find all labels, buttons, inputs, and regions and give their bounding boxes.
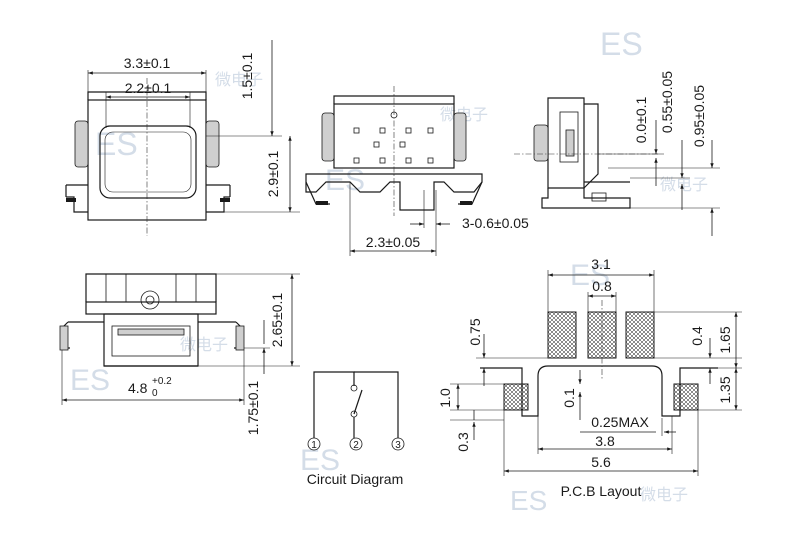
top-view-solder-left	[66, 198, 76, 202]
dim-2-2: 2.2±0.1	[125, 80, 172, 96]
pcb-pad-left	[503, 383, 529, 411]
pcb-caption: P.C.B Layout	[561, 483, 642, 499]
watermarks: ES 微电子 ES 微电子 ES 微电子 ES 微电子 ES ES 微电子 ES	[70, 26, 708, 516]
dim-4-8: 4.8	[128, 380, 148, 396]
dim-3-3: 3.3±0.1	[124, 55, 171, 71]
dim-0-0: 0.0±0.1	[633, 96, 649, 143]
top-view-button-inner	[104, 131, 192, 193]
circuit-contact-top	[350, 384, 358, 392]
front-view-left-pin	[321, 112, 335, 162]
dim-2-65: 2.65±0.1	[269, 293, 285, 348]
side-view-lead	[591, 192, 607, 202]
pcb-dim-1-0: 1.0	[437, 388, 453, 408]
circuit-switch-blade	[353, 389, 363, 415]
watermark-logo: ES	[510, 485, 547, 516]
elevation-window	[111, 325, 191, 357]
dim-1-75: 1.75±0.1	[245, 381, 261, 436]
top-view-leads	[65, 184, 231, 197]
pcb-dim-1-35: 1.35	[717, 376, 733, 403]
circuit-diagram: 1 2 3 Circuit Diagram	[307, 371, 405, 487]
top-view-left-pin	[74, 120, 89, 168]
dim-0-55: 0.55±0.05	[659, 71, 675, 133]
dim-2-3: 2.3±0.05	[366, 234, 421, 250]
circuit-caption: Circuit Diagram	[307, 471, 403, 487]
front-view-solder	[316, 201, 328, 205]
watermark-chars: 微电子	[180, 336, 228, 354]
elevation-left-tab	[59, 325, 69, 351]
elevation-ribs	[105, 274, 197, 302]
pcb-dim-0-1: 0.1	[561, 388, 577, 408]
pcb-dim-0-25max: 0.25MAX	[591, 414, 649, 430]
watermark-chars: 微电子	[215, 71, 263, 89]
elevation-actuator-inner	[145, 295, 155, 305]
pcb-pad-right	[673, 383, 699, 411]
side-view-cover	[583, 103, 599, 189]
front-view: 3-0.6±0.05 2.3±0.05	[305, 86, 529, 256]
circuit-pin-1-label: 1	[311, 440, 317, 451]
circuit-wire-left	[313, 371, 355, 438]
pcb-outline	[480, 365, 718, 417]
pcb-dim-3-8: 3.8	[595, 433, 615, 449]
side-view: 0.0±0.1 0.55±0.05 0.95±0.05	[514, 71, 720, 236]
elevation-view: 4.8 +0.2 0 2.65±0.1 1.75±0.1	[59, 273, 300, 436]
circuit-pin-3-label: 3	[395, 440, 401, 451]
elevation-actuator	[140, 290, 160, 310]
circuit-pin-1	[307, 437, 321, 451]
dim-4-8-minus: 0	[152, 388, 158, 399]
top-view-terminals	[66, 196, 230, 213]
pcb-dim-0-8: 0.8	[592, 278, 612, 294]
side-view-actuator	[565, 129, 575, 157]
side-view-stem	[559, 111, 579, 163]
elevation-top	[85, 273, 217, 302]
watermark-logo: ES	[325, 164, 365, 197]
elevation-bar	[117, 328, 185, 336]
dim-2-9: 2.9±0.1	[265, 150, 281, 197]
dim-3-0-6: 3-0.6±0.05	[462, 215, 529, 231]
front-view-contacts	[353, 127, 434, 164]
circuit-pin-2-label: 2	[353, 440, 359, 451]
side-view-pin	[533, 124, 549, 162]
front-view-top	[333, 95, 455, 104]
front-view-solder	[460, 201, 472, 205]
dim-1-5: 1.5±0.1	[239, 52, 255, 99]
dim-4-8-plus: +0.2	[152, 376, 172, 387]
pcb-layout: 3.1 0.8 0.75 0.4 1.65 1.35 1.0 0.3	[437, 256, 742, 499]
side-view-base	[541, 188, 631, 209]
pcb-dim-3-1: 3.1	[591, 256, 611, 272]
circuit-pin-3	[391, 437, 405, 451]
top-view-solder-right	[220, 198, 230, 202]
elevation-right-tab	[235, 325, 245, 351]
watermark-logo: ES	[70, 364, 110, 397]
front-view-right-pin	[453, 112, 467, 162]
pcb-dim-1-65: 1.65	[717, 326, 733, 353]
circuit-wire-right	[354, 371, 399, 438]
dim-0-95: 0.95±0.05	[691, 85, 707, 147]
watermark-chars: 微电子	[660, 176, 708, 194]
pcb-dim-0-3: 0.3	[455, 432, 471, 452]
front-view-base	[305, 173, 483, 211]
top-view-right-pin	[205, 120, 220, 168]
watermark-logo: ES	[300, 444, 340, 477]
watermark-logo: ES	[600, 26, 643, 62]
circuit-pin-2	[349, 437, 363, 451]
pcb-dim-0-4: 0.4	[689, 326, 705, 346]
watermark-chars: 微电子	[640, 486, 688, 504]
pcb-dim-0-75: 0.75	[467, 318, 483, 345]
pcb-pad-top-left	[547, 311, 577, 359]
top-view: 3.3±0.1 2.2±0.1 1.5±0.1 2.9±0.1	[65, 40, 300, 236]
pcb-dim-5-6: 5.6	[591, 454, 611, 470]
pcb-pad-top-right	[625, 311, 655, 359]
top-view-button	[99, 125, 197, 199]
